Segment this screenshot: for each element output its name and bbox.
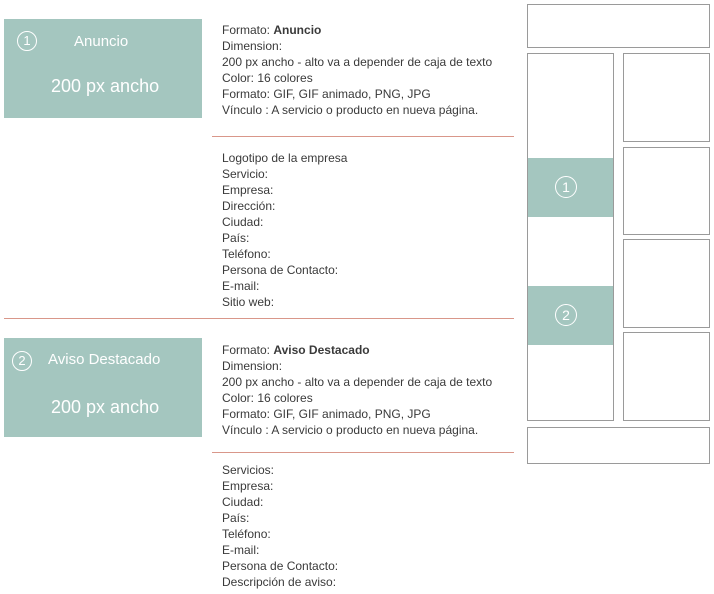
wireframe-footer <box>527 427 710 464</box>
field-pais: País: <box>222 511 250 525</box>
ad-destacado-title: Aviso Destacado <box>48 351 161 368</box>
field-descripcion: Descripción de aviso: <box>222 575 337 589</box>
ad-anuncio-size: 200 px ancho <box>51 76 160 96</box>
spec-width: 200 px ancho - alto va a depender de caj… <box>222 375 493 389</box>
field-empresa: Empresa: <box>222 479 274 493</box>
field-contacto: Persona de Contacto: <box>222 559 339 573</box>
divider-2 <box>212 452 514 453</box>
field-email: E-mail: <box>222 279 260 293</box>
field-ciudad: Ciudad: <box>222 495 264 509</box>
ad-destacado-specs: Formato: Aviso Destacado Dimension: 200 … <box>222 342 492 438</box>
field-empresa: Empresa: <box>222 183 274 197</box>
spec-color: Color: 16 colores <box>222 391 313 405</box>
ad-destacado-fields: Servicios: Empresa: Ciudad: País: Teléfo… <box>222 462 338 590</box>
ad-anuncio-specs: Formato: Anuncio Dimension: 200 px ancho… <box>222 22 492 118</box>
number-2-icon: 2 <box>12 351 32 371</box>
ad-destacado-size: 200 px ancho <box>51 397 160 417</box>
format-line: Formato: Aviso Destacado <box>222 343 370 357</box>
wireframe-slot-2: 2 <box>528 286 613 345</box>
spec-dimension: Dimension: <box>222 359 283 373</box>
ad-anuncio-box: 1 Anuncio 200 px ancho <box>4 19 202 118</box>
wireframe-left-column <box>527 53 614 421</box>
ad-destacado-box: 2 Aviso Destacado 200 px ancho <box>4 338 202 437</box>
spec-link: Vínculo : A servicio o producto en nueva… <box>222 103 479 117</box>
field-direccion: Dirección: <box>222 199 276 213</box>
ad-anuncio-fields: Logotipo de la empresa Servicio: Empresa… <box>222 150 347 310</box>
divider-section <box>4 318 514 319</box>
field-logo: Logotipo de la empresa <box>222 151 348 165</box>
spec-format: Formato: GIF, GIF animado, PNG, JPG <box>222 87 431 101</box>
field-web: Sitio web: <box>222 295 275 309</box>
spec-width: 200 px ancho - alto va a depender de caj… <box>222 55 493 69</box>
wireframe-content-block-4 <box>623 332 710 421</box>
spec-link: Vínculo : A servicio o producto en nueva… <box>222 423 479 437</box>
format-line: Formato: Anuncio <box>222 23 322 37</box>
spec-dimension: Dimension: <box>222 39 283 53</box>
field-servicios: Servicios: <box>222 463 275 477</box>
wireframe-header <box>527 4 710 48</box>
field-telefono: Teléfono: <box>222 527 271 541</box>
divider-1 <box>212 136 514 137</box>
field-pais: País: <box>222 231 250 245</box>
spec-color: Color: 16 colores <box>222 71 313 85</box>
wireframe-slot-1: 1 <box>528 158 613 217</box>
number-2-icon: 2 <box>555 304 577 326</box>
number-1-icon: 1 <box>17 31 37 51</box>
field-email: E-mail: <box>222 543 260 557</box>
wireframe-content-block-1 <box>623 53 710 142</box>
field-telefono: Teléfono: <box>222 247 271 261</box>
wireframe-content-block-3 <box>623 239 710 328</box>
wireframe-content-block-2 <box>623 147 710 235</box>
field-ciudad: Ciudad: <box>222 215 264 229</box>
number-1-icon: 1 <box>555 176 577 198</box>
field-contacto: Persona de Contacto: <box>222 263 339 277</box>
spec-format: Formato: GIF, GIF animado, PNG, JPG <box>222 407 431 421</box>
field-servicio: Servicio: <box>222 167 269 181</box>
ad-anuncio-title: Anuncio <box>74 33 129 50</box>
